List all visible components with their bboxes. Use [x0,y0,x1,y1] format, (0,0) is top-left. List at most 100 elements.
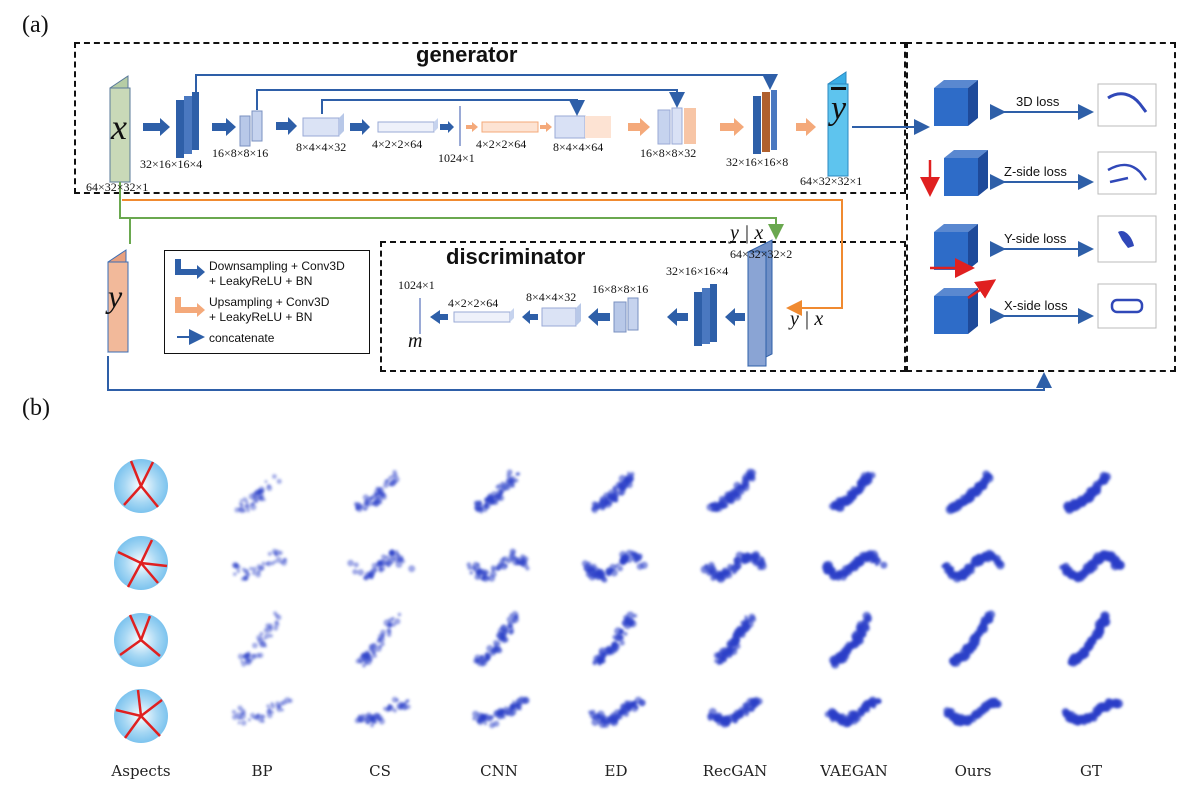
voxel-point [484,654,491,661]
voxel-point [355,658,361,664]
voxel-point [1087,636,1095,645]
voxel-point [722,657,727,663]
voxel-point [389,549,395,554]
reconstruction-thumbnail [473,611,519,667]
voxel-point [483,722,488,726]
voxel-point [372,500,380,507]
voxel-point [1066,714,1072,720]
voxel-point [391,696,398,703]
reconstruction-thumbnail [707,696,763,728]
voxel-point [494,565,500,571]
loss-cube-3d [934,80,978,126]
voxel-point [606,493,612,499]
voxel-point [748,475,756,482]
voxel-point [622,556,628,562]
voxel-point [383,706,388,711]
voxel-point [388,623,393,627]
dim-bottleneck: 1024×1 [438,151,475,165]
discriminator-box [380,241,906,372]
discriminator-title: discriminator [446,244,586,269]
voxel-point [387,557,395,565]
voxel-point [983,551,989,557]
loss-cube-z [920,150,988,197]
loss-cube-y [930,224,978,278]
voxel-point [871,703,877,709]
voxel-point [251,570,257,576]
voxel-point [740,558,745,563]
voxel-point [237,653,244,660]
voxel-point [240,720,247,726]
voxel-point [252,496,259,503]
disc-dim-input: 64×32×32×2 [730,247,793,261]
discriminator-block-2 [613,297,639,333]
voxel-point [402,702,406,707]
loss-label-x: X-side loss [1004,298,1068,313]
discriminator-block-3 [541,303,581,327]
voxel-point [623,631,628,636]
voxel-point [988,552,996,560]
voxel-point [716,660,722,666]
voxel-point [251,566,257,572]
voxel-point [276,706,283,713]
voxel-point [466,562,472,568]
voxel-point [246,508,250,513]
legend-down: Downsampling + Conv3D + LeakyReLU + BN [209,259,345,288]
voxel-point [979,709,985,714]
voxel-point [261,561,266,566]
voxel-point [394,618,401,625]
voxel-point [282,557,288,563]
disc-dim-l1: 32×16×16×4 [666,264,729,278]
voxel-point [880,561,888,569]
dim-enc2: 16×8×8×16 [212,146,269,160]
voxel-point [352,569,358,575]
voxel-point [608,501,613,506]
voxel-point [1088,713,1094,720]
voxel-point [256,564,262,570]
reconstruction-thumbnail [353,470,400,513]
voxel-point [868,696,877,705]
voxel-point [1097,553,1106,562]
voxel-point [721,650,728,658]
reconstruction-thumbnail [231,697,293,726]
voxel-point [959,648,968,656]
voxel-point [613,497,617,502]
voxel-point [843,718,849,724]
voxel-point [254,716,259,721]
voxel-point [493,720,500,727]
voxel-point [395,560,403,568]
col-label-ours: Ours [954,762,992,780]
voxel-point [1075,502,1080,507]
voxel-point [371,562,378,569]
voxel-point [476,507,480,511]
voxel-point [849,642,855,649]
voxel-point [845,645,850,650]
voxel-point [269,626,273,630]
voxel-point [729,647,734,652]
voxel-point [266,704,270,708]
voxel-point [392,708,397,713]
voxel-point [745,474,750,479]
voxel-point [708,713,712,718]
voxel-point [233,563,239,569]
dim-dec4: 32×16×16×8 [726,155,789,169]
voxel-point [385,478,390,483]
decoder-block-3 [657,107,696,145]
voxel-point [1110,561,1120,571]
voxel-point [486,495,493,501]
voxel-point [371,648,374,652]
voxel-point [238,502,243,506]
voxel-point [850,493,856,498]
voxel-point [496,634,500,638]
voxel-point [865,626,869,630]
col-label-vaegan: VAEGAN [820,762,888,780]
voxel-point [986,610,996,619]
reconstruction-thumbnail [592,611,638,666]
voxel-point [387,704,394,712]
voxel-point [968,564,975,570]
voxel-point [250,503,257,511]
voxel-point [742,480,750,488]
voxel-point [725,720,730,724]
voxel-point [725,493,731,500]
voxel-point [872,553,879,560]
